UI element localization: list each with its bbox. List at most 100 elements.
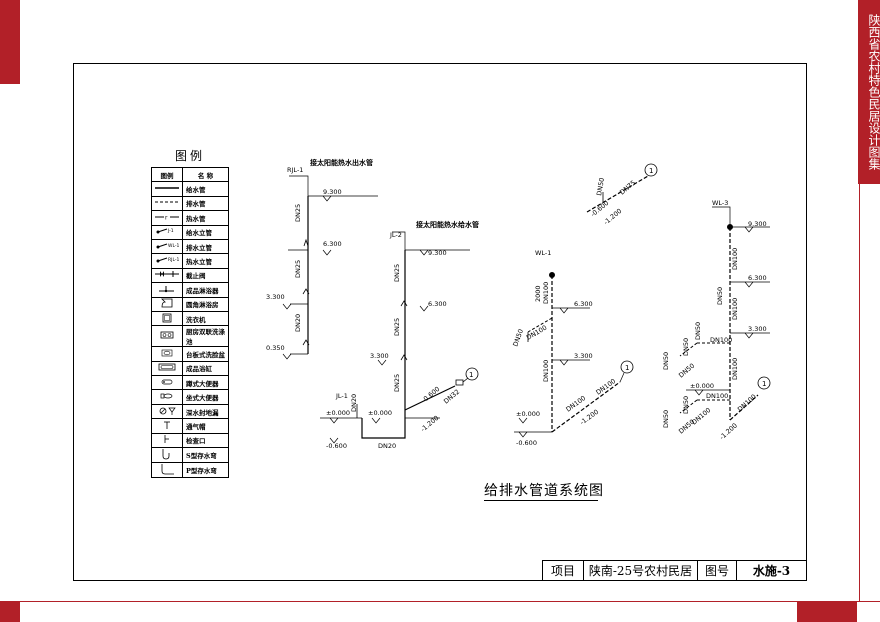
- diagram-title: 给排水管道系统图: [484, 483, 604, 499]
- legend-row-label: P型存水弯: [182, 462, 229, 479]
- detail-number: 1: [469, 371, 473, 379]
- project-label: 项目: [543, 561, 584, 580]
- pipe-size-label: DN100: [731, 298, 739, 320]
- detail-number: 1: [625, 364, 629, 372]
- legend-row-label: 洗衣机: [182, 310, 229, 327]
- collection-title: 陕西省农村特色民居设计图集: [867, 14, 880, 170]
- corner-decoration-bottom-right: [797, 602, 857, 622]
- pipe-size-label: DN100: [706, 392, 728, 400]
- legend-row: 截止阀: [151, 267, 229, 284]
- elevation-label: 3.300: [748, 325, 767, 333]
- legend-row-label: 检查口: [182, 432, 229, 449]
- legend-row-label: 厨房双联洗涤池: [182, 325, 229, 348]
- drawing-number-label: 图号: [698, 561, 737, 580]
- pipe-size-label: DN75: [618, 179, 637, 197]
- riser-jl-2: [320, 231, 479, 439]
- side-title-strip: [858, 0, 880, 184]
- pipe-size-label: DN25: [393, 264, 401, 282]
- pipe-size-label: DN100: [525, 324, 548, 342]
- solar-hot-outlet-label: 接太阳能热水出水管: [310, 158, 373, 167]
- elevation-label: 6.300: [574, 300, 593, 308]
- pipe-size-label: DN100: [564, 394, 587, 414]
- pipe-size-label: DN50: [662, 410, 670, 428]
- bottom-rule: [0, 601, 880, 602]
- title-block: 项目 陕南-25号农村民居 图号 水施-3: [542, 560, 807, 581]
- elevation-label: ±0.000: [326, 409, 350, 417]
- shower-icon: [151, 282, 183, 298]
- pipe-size-label: DN100: [542, 360, 550, 382]
- pipe-size-label: DN50: [677, 362, 696, 380]
- drawing-number: 水施-3: [752, 564, 791, 578]
- pipe-size-label: DN25: [393, 318, 401, 336]
- project-name: 陕南-25号农村民居: [584, 561, 698, 580]
- elevation-label: 0.350: [266, 344, 285, 352]
- riser-label-wl-1: WL-1: [535, 249, 551, 257]
- elevation-label: 6.300: [323, 240, 342, 248]
- elevation-label: ±0.000: [368, 409, 392, 417]
- elevation-label: 3.300: [266, 293, 285, 301]
- pipe-size-label: DN50: [716, 287, 724, 305]
- elevation-label: -0.600: [516, 439, 537, 447]
- legend-row: P型存水弯: [151, 462, 229, 479]
- elevation-label: -0.600: [326, 442, 347, 450]
- legend-row: 台板式洗脸盆: [151, 346, 229, 362]
- svg-text:WL-1: WL-1: [168, 243, 180, 249]
- elevation-label: ±0.000: [690, 382, 714, 390]
- diagram-title-underline: [484, 500, 598, 501]
- pipe-size-label: DN50: [694, 322, 702, 340]
- legend-row: 厨房双联洗涤池: [151, 325, 229, 348]
- pipe-size-label: DN100: [710, 336, 732, 344]
- pipe-size-label: DN100: [731, 358, 739, 380]
- dimension-label: 2000: [534, 285, 542, 302]
- legend-row: 排水管: [151, 195, 229, 212]
- elevation-label: 9.300: [748, 220, 767, 228]
- pipe-size-label: DN50: [662, 352, 670, 370]
- side-rule: [859, 184, 860, 602]
- riser-wl-3: [679, 206, 771, 421]
- pipe-size-label: DN100: [731, 248, 739, 270]
- pipe-size-label: DN25: [294, 204, 302, 222]
- solar-hot-inlet-label: 接太阳能热水给水管: [416, 220, 479, 229]
- svg-text:r: r: [165, 214, 168, 221]
- elevation-label: -1.200: [419, 414, 440, 434]
- riser-label-jl-1: JL-1: [335, 392, 348, 400]
- pipe-size-label: DN100: [690, 406, 712, 426]
- elevation-label: ±0.000: [516, 410, 540, 418]
- riser-label-rjl-1: RJL-1: [287, 166, 303, 174]
- corner-decoration-bottom-left: [0, 602, 20, 622]
- pipe-size-label: DN50: [682, 396, 690, 414]
- svg-text:J-1: J-1: [167, 228, 174, 234]
- corner-decoration-top-left: [0, 0, 20, 84]
- elevation-markers: [282, 195, 754, 444]
- pipe-size-label: DN50: [595, 177, 606, 196]
- legend-row: 洗衣机: [151, 310, 229, 327]
- pipe-size-label: DN100: [594, 377, 617, 397]
- svg-text:RJL-1: RJL-1: [168, 257, 180, 263]
- elevation-label: 3.300: [574, 352, 593, 360]
- elevation-label: -1.200: [602, 207, 623, 227]
- top-drain-branch: [586, 163, 658, 213]
- legend-title: 图例: [174, 149, 205, 163]
- elevation-label: 9.300: [323, 188, 342, 196]
- riser-wl-1: [514, 272, 634, 433]
- detail-number: 1: [649, 167, 653, 175]
- elevation-label: 6.300: [428, 300, 447, 308]
- elevation-label: -1.200: [718, 422, 739, 442]
- pipe-size-label: DN50: [511, 328, 525, 348]
- elevation-label: 3.300: [370, 352, 389, 360]
- squat-toilet-icon: [151, 375, 183, 391]
- pipe-size-label: DN25: [393, 374, 401, 392]
- pipe-size-label: DN100: [542, 282, 550, 304]
- drawing-frame: [73, 63, 807, 581]
- cleanout-icon: [151, 432, 183, 449]
- riser-rjl-1: [288, 175, 378, 355]
- riser-label-wl-3: WL-3: [712, 199, 728, 207]
- elevation-label: 6.300: [748, 274, 767, 282]
- legend-row: 圆角淋浴房: [151, 296, 229, 312]
- pipe-size-label: DN20: [350, 394, 358, 412]
- detail-number: 1: [762, 380, 766, 388]
